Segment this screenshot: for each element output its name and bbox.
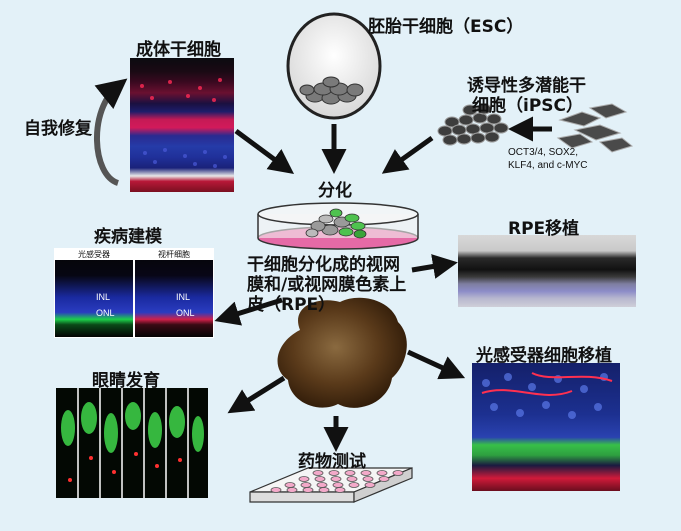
inl-label-left: INL <box>96 292 111 302</box>
ipsc-label-line1: 诱导性多潜能干 <box>467 76 586 96</box>
photoreceptor-transplant-label: 光感受器细胞移植 <box>476 346 612 366</box>
self-renewal-arrow <box>94 78 128 186</box>
disease-panel-right: 视杆细胞 <box>134 248 214 338</box>
arrow-to-rpe <box>411 254 458 279</box>
adult-retina-image <box>130 58 234 192</box>
organoid-text-line1: 干细胞分化成的视网 <box>247 255 400 275</box>
disease-panel-left: 光感受器 <box>54 248 134 338</box>
arrow-to-photoreceptor <box>406 349 466 380</box>
arrow-to-disease <box>214 297 283 326</box>
arrow-adult-to-diff <box>234 128 295 174</box>
photoreceptor-caption: 光感受器 <box>55 249 133 260</box>
factors-line1: OCT3/4, SOX2, <box>508 147 579 158</box>
inl-label-right: INL <box>176 292 191 302</box>
ipsc-label-line2: 细胞（iPSC） <box>472 96 584 116</box>
rpe-transplant-label: RPE移植 <box>508 219 580 239</box>
onl-label-right: ONL <box>176 308 195 318</box>
rod-caption: 视杆细胞 <box>135 249 213 260</box>
onl-label-left: ONL <box>96 308 115 318</box>
organoid-text-line3: 皮（RPE） <box>247 295 336 315</box>
factors-line2: KLF4, and c-MYC <box>508 160 588 171</box>
drug-testing-label: 药物测试 <box>298 452 366 472</box>
self-renewal-label: 自我修复 <box>24 119 92 139</box>
photoreceptor-transplant-image <box>472 363 620 491</box>
eye-development-label: 眼睛发育 <box>92 371 160 391</box>
differentiation-label: 分化 <box>318 181 352 201</box>
adult-stem-cells-label: 成体干细胞 <box>136 40 221 60</box>
esc-label: 胚胎干细胞（ESC） <box>368 17 524 37</box>
arrow-ipsc-to-diff <box>381 135 434 174</box>
organoid-text-line2: 膜和/或视网膜色素上 <box>247 275 407 295</box>
rpe-image <box>458 235 636 307</box>
eye-development-image <box>56 388 208 498</box>
arrow-to-eye-dev <box>227 375 286 414</box>
disease-modeling-label: 疾病建模 <box>94 227 162 247</box>
